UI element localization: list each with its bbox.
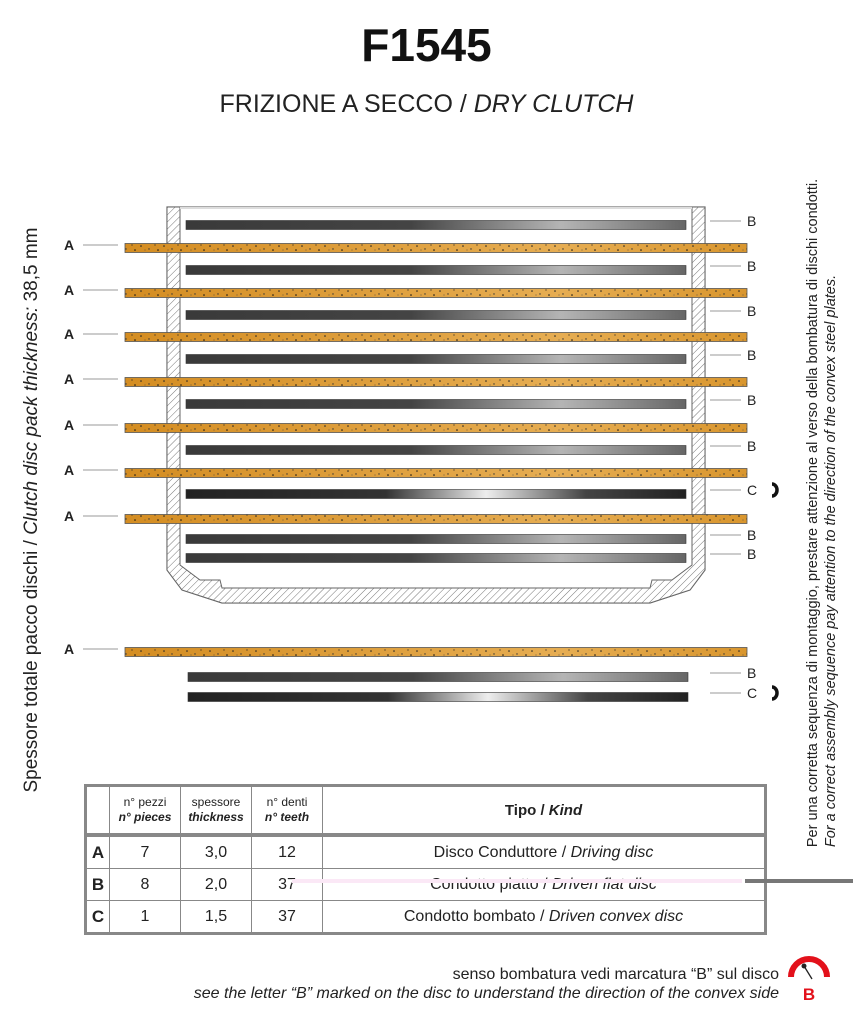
disc-label-A: A	[64, 282, 74, 298]
disc-label-B: B	[747, 665, 756, 681]
convex-direction-icon: B	[788, 956, 830, 1004]
pack-thickness-it: Spessore totale pacco dischi /	[21, 534, 42, 793]
row-letter: B	[85, 868, 110, 901]
disc-label-B: B	[747, 303, 756, 319]
overlay-line	[292, 879, 742, 883]
row-kind: Condotto bombato / Driven convex disc	[322, 900, 766, 934]
disc-label-B: B	[747, 438, 756, 454]
row-letter: C	[85, 900, 110, 934]
friction-texture	[125, 647, 747, 657]
col-kind: Tipo / Kind	[322, 785, 766, 836]
disc-label-B: B	[747, 258, 756, 274]
assembly-note-it: Per una corretta sequenza di montaggio, …	[805, 178, 821, 848]
friction-texture	[125, 288, 747, 298]
subtitle: FRIZIONE A SECCO / DRY CLUTCH	[0, 90, 853, 119]
row-thickness: 1,5	[180, 900, 252, 934]
disc-label-B: B	[747, 392, 756, 408]
row-pieces: 8	[109, 868, 181, 901]
flat-disc-B	[185, 220, 687, 230]
pack-thickness-label: Spessore totale pacco dischi / Clutch di…	[21, 228, 43, 793]
flat-disc-B	[185, 553, 687, 563]
flat-disc-B	[185, 354, 687, 364]
disc-label-A: A	[64, 417, 74, 433]
friction-texture	[125, 332, 747, 342]
friction-texture	[125, 243, 747, 253]
convex-curve-icon	[771, 685, 779, 701]
disc-label-B: B	[747, 527, 756, 543]
friction-texture	[125, 514, 747, 524]
row-thickness: 2,0	[180, 868, 252, 901]
disc-label-A: A	[64, 237, 74, 253]
flat-disc-B	[185, 310, 687, 320]
row-letter: A	[85, 834, 110, 869]
disc-label-C: C	[747, 685, 757, 701]
friction-texture	[125, 423, 747, 433]
convex-note-en: see the letter “B” marked on the disc to…	[193, 985, 779, 1002]
disc-label-A: A	[64, 462, 74, 478]
flat-disc-B	[187, 672, 689, 682]
convex-icon-letter: B	[803, 985, 815, 1004]
assembly-note-en: For a correct assembly sequence pay atte…	[823, 274, 839, 848]
assembly-note: Per una corretta sequenza di montaggio, …	[804, 179, 840, 847]
disc-label-A: A	[64, 326, 74, 342]
row-kind: Disco Conduttore / Driving disc	[322, 834, 766, 869]
disc-label-A: A	[64, 508, 74, 524]
disc-label-B: B	[747, 347, 756, 363]
flat-disc-B	[185, 265, 687, 275]
subtitle-en: DRY CLUTCH	[473, 90, 634, 118]
overlay-bar	[745, 879, 853, 883]
row-teeth: 37	[251, 900, 323, 934]
table-row: C 1 1,5 37 Condotto bombato / Driven con…	[85, 900, 766, 934]
flat-disc-B	[185, 399, 687, 409]
disc-label-A: A	[64, 371, 74, 387]
flat-disc-B	[185, 534, 687, 544]
row-pieces: 1	[109, 900, 181, 934]
convex-disc-C	[185, 489, 687, 499]
clutch-basket	[166, 206, 706, 604]
row-pieces: 7	[109, 834, 181, 869]
page-title: F1545	[361, 19, 492, 71]
friction-texture	[125, 468, 747, 478]
disc-label-B: B	[747, 213, 756, 229]
convex-curve-icon	[771, 482, 779, 498]
subtitle-it: FRIZIONE A SECCO /	[219, 90, 474, 118]
row-teeth: 12	[251, 834, 323, 869]
pack-thickness-value: 38,5 mm	[21, 227, 42, 307]
disc-label-A: A	[64, 641, 74, 657]
friction-texture	[125, 377, 747, 387]
disc-label-B: B	[747, 546, 756, 562]
table-row: A 7 3,0 12 Disco Conduttore / Driving di…	[85, 834, 766, 869]
table-row: B 8 2,0 37 Condotto piatto / Driven flat…	[85, 868, 766, 901]
pack-thickness-en: Clutch disc pack thickness:	[21, 306, 42, 535]
flat-disc-B	[185, 445, 687, 455]
convex-note-it: senso bombatura vedi marcatura “B” sul d…	[452, 966, 779, 983]
row-teeth: 37	[251, 868, 323, 901]
convex-note: senso bombatura vedi marcatura “B” sul d…	[194, 965, 779, 1003]
disc-label-C: C	[747, 482, 757, 498]
row-kind: Condotto piatto / Driven flat disc	[322, 868, 766, 901]
convex-disc-C	[187, 692, 689, 702]
row-thickness: 3,0	[180, 834, 252, 869]
